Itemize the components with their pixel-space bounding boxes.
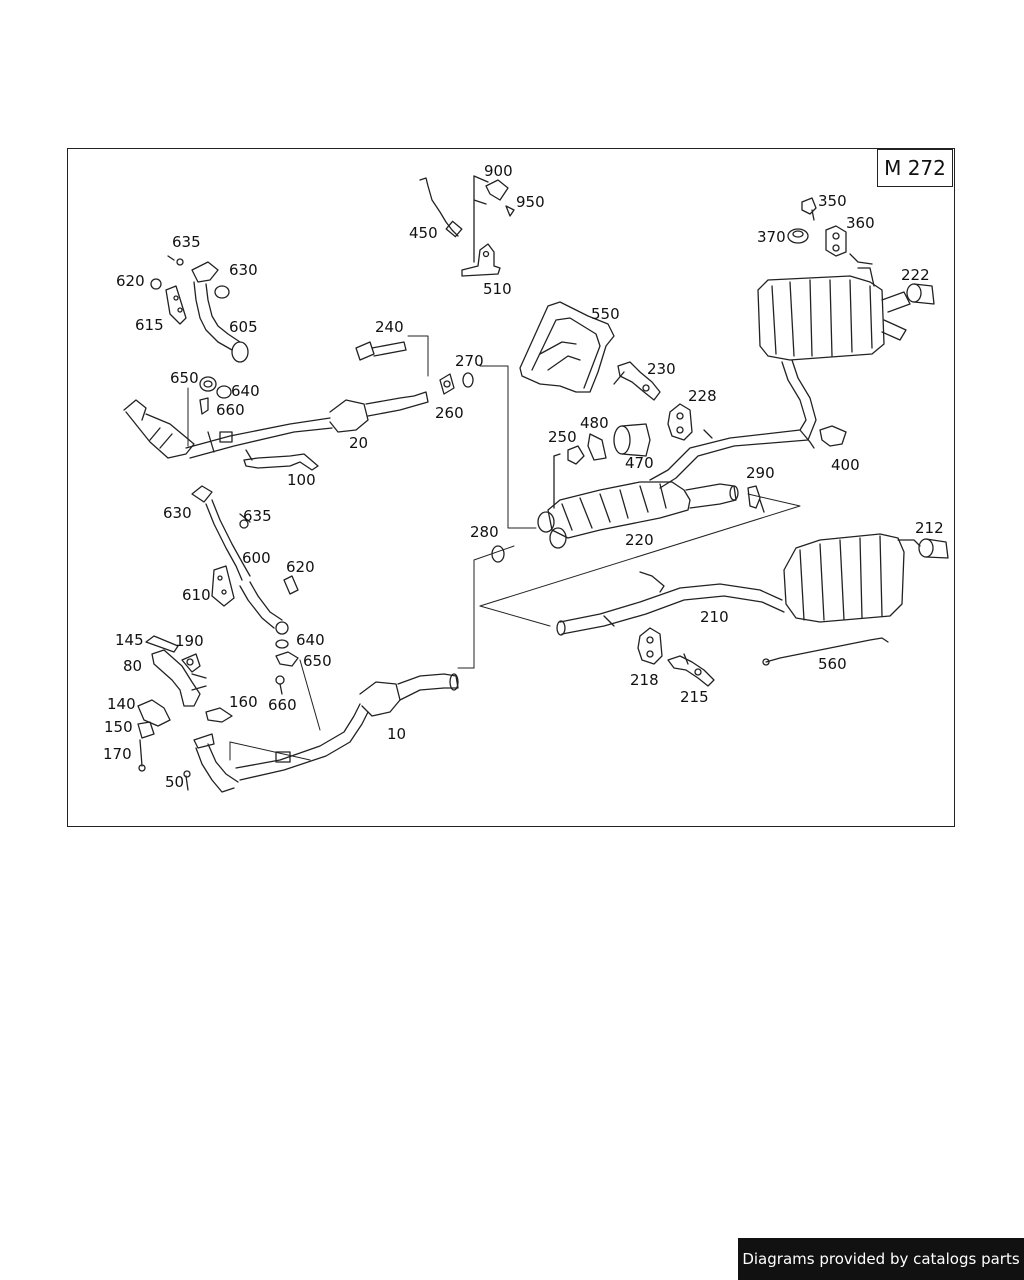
callout-360: 360 (846, 214, 875, 232)
rubber-hanger-228-part (667, 403, 693, 441)
callout-640: 640 (231, 382, 260, 400)
callout-480: 480 (580, 414, 609, 432)
egr-pipe-605-part (150, 255, 249, 415)
rear-muffler-lower-part (783, 533, 949, 623)
callout-640b: 640 (296, 631, 325, 649)
rubber-hanger-218-part (637, 627, 663, 665)
egr-pipe-600-part (191, 485, 299, 695)
bracket-510-part (461, 243, 501, 277)
isolator-470-part (553, 423, 651, 509)
callout-222: 222 (901, 266, 930, 284)
callout-650b: 650 (303, 652, 332, 670)
callout-270: 270 (455, 352, 484, 370)
callout-250: 250 (548, 428, 577, 446)
callout-635b: 635 (243, 507, 272, 525)
callout-950: 950 (516, 193, 545, 211)
callout-470: 470 (625, 454, 654, 472)
callout-20: 20 (349, 434, 368, 452)
heat-shield-part (519, 301, 615, 393)
callout-350: 350 (818, 192, 847, 210)
callout-660: 660 (216, 401, 245, 419)
callout-145: 145 (115, 631, 144, 649)
callout-150: 150 (104, 718, 133, 736)
callout-610: 610 (182, 586, 211, 604)
callout-630b: 630 (163, 504, 192, 522)
callout-635: 635 (172, 233, 201, 251)
diagram-frame (67, 148, 955, 827)
rod-560-part (762, 637, 889, 666)
callout-labels: 900 950 450 510 350 360 370 222 635 630 … (103, 162, 944, 791)
callout-215: 215 (680, 688, 709, 706)
callout-280: 280 (470, 523, 499, 541)
callout-170: 170 (103, 745, 132, 763)
callout-630: 630 (229, 261, 258, 279)
footer-credit-badge: Diagrams provided by catalogs parts (738, 1238, 1024, 1280)
callout-290: 290 (746, 464, 775, 482)
callout-210: 210 (700, 608, 729, 626)
callout-100: 100 (287, 471, 316, 489)
bracket-230-part (613, 361, 661, 401)
callout-218: 218 (630, 671, 659, 689)
callout-615: 615 (135, 316, 164, 334)
callout-140: 140 (107, 695, 136, 713)
seal-ring-280 (491, 545, 505, 563)
intermediate-pipe-upper-part (649, 359, 847, 489)
callout-80: 80 (123, 657, 142, 675)
rear-muffler-upper-part (757, 197, 935, 361)
callout-600: 600 (242, 549, 271, 567)
callout-10: 10 (387, 725, 406, 743)
callout-620b: 620 (286, 558, 315, 576)
callout-50: 50 (165, 773, 184, 791)
bracket-100-part (243, 449, 319, 471)
front-exhaust-pipe-10-part (183, 673, 459, 793)
callout-260: 260 (435, 404, 464, 422)
callout-605: 605 (229, 318, 258, 336)
catalytic-converter-20-part (123, 391, 429, 459)
mounting-bracket-80-part (137, 635, 233, 772)
callout-560: 560 (818, 655, 847, 673)
callout-228: 228 (688, 387, 717, 405)
bracket-215-part (667, 653, 715, 687)
callout-620: 620 (116, 272, 145, 290)
callout-660b: 660 (268, 696, 297, 714)
callout-230: 230 (647, 360, 676, 378)
callout-212: 212 (915, 519, 944, 537)
callout-550: 550 (591, 305, 620, 323)
front-resonator-220-part (537, 481, 765, 549)
intermediate-pipe-210-part (556, 571, 785, 636)
callout-220: 220 (625, 531, 654, 549)
callout-190: 190 (175, 632, 204, 650)
leader-lines (187, 335, 801, 761)
callout-450: 450 (409, 224, 438, 242)
callout-650: 650 (170, 369, 199, 387)
callout-370: 370 (757, 228, 786, 246)
callout-400: 400 (831, 456, 860, 474)
clamp-bolt-240-part (355, 341, 474, 395)
callout-510: 510 (483, 280, 512, 298)
callout-160: 160 (229, 693, 258, 711)
callout-240: 240 (375, 318, 404, 336)
callout-900: 900 (484, 162, 513, 180)
model-label: M 272 (877, 149, 953, 187)
oxygen-sensor-part (419, 175, 515, 263)
